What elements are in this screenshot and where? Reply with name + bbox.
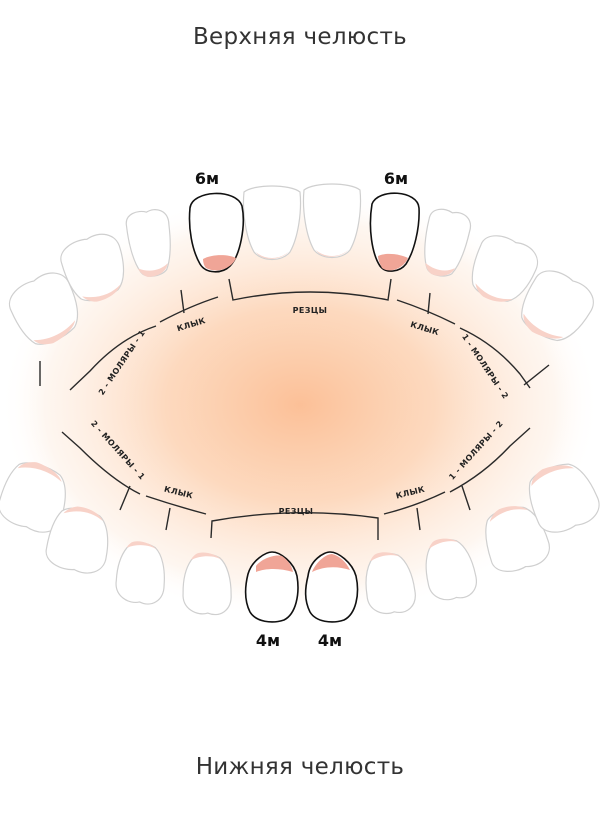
upper-ghost-teeth [8, 183, 594, 345]
lower-incisor-lateral-right [365, 552, 416, 615]
lower-ghost-teeth [0, 462, 600, 616]
lower-molar-2-left [0, 462, 66, 533]
upper-erupting-incisor-right [369, 192, 420, 272]
lower-right-age-label: 4м [318, 631, 342, 650]
lower-canine-left [115, 541, 165, 605]
lower-erupting-incisor-right [304, 551, 359, 623]
upper-right-age-label: 6м [384, 169, 408, 188]
lower-canine-right [425, 538, 477, 601]
upper-canine-left [125, 209, 171, 277]
upper-molar-2-left [8, 272, 79, 345]
lower-incisors-label: РЕЗЦЫ [279, 507, 314, 516]
lower-molar-1-left [45, 506, 109, 574]
upper-incisor-central-left [302, 183, 362, 259]
lower-jaw-title: Нижняя челюсть [195, 754, 405, 780]
lower-molar-2-right [528, 463, 600, 533]
upper-molar-1-left [60, 233, 125, 302]
lower-left-age-label: 4м [256, 631, 280, 650]
upper-molar-1-right [471, 235, 538, 302]
upper-canine-right [424, 208, 472, 277]
upper-jaw-title: Верхняя челюсть [192, 24, 408, 50]
lower-erupting-incisor-left [244, 551, 299, 623]
mouth-glow [0, 170, 600, 640]
lower-incisor-lateral-left [182, 552, 232, 616]
lower-incisors-bracket: РЕЗЦЫ [210, 507, 379, 540]
upper-molar-2-right [521, 270, 594, 342]
upper-incisors-bracket: РЕЗЦЫ [228, 278, 392, 315]
upper-incisors-label: РЕЗЦЫ [293, 306, 328, 315]
upper-incisor-lateral-left [242, 185, 302, 261]
upper-erupting-incisor-left [188, 192, 245, 273]
upper-left-age-label: 6м [195, 169, 219, 188]
